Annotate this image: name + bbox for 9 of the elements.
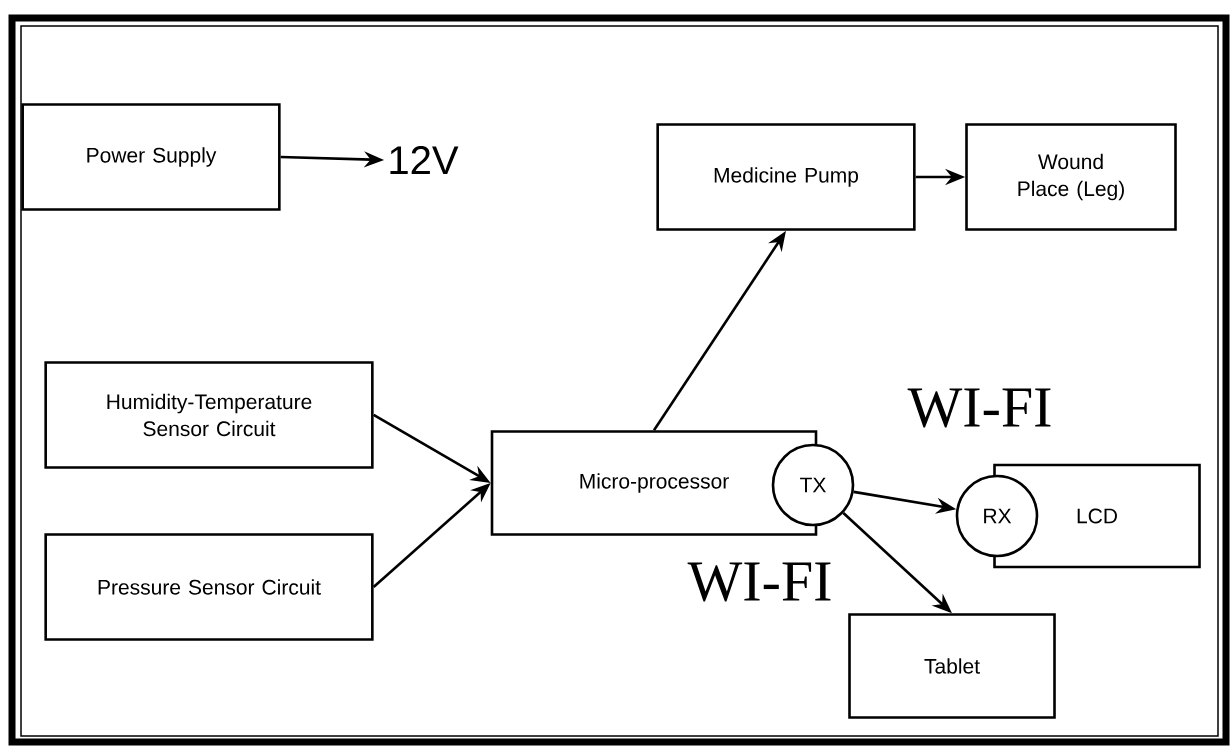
- process-box: Tablet: [848, 613, 1056, 719]
- voltage-label: 12V: [390, 146, 459, 174]
- process-box: Wound Place (Leg): [965, 123, 1177, 231]
- process-box: Power Supply: [21, 103, 281, 211]
- process-box: Medicine Pump: [656, 123, 916, 231]
- process-box: Humidity-Temperature Sensor Circuit: [44, 361, 374, 469]
- process-box: Pressure Sensor Circuit: [44, 533, 374, 641]
- wifi-label: WI-FI: [687, 562, 831, 602]
- wifi-label: WI-FI: [907, 388, 1051, 428]
